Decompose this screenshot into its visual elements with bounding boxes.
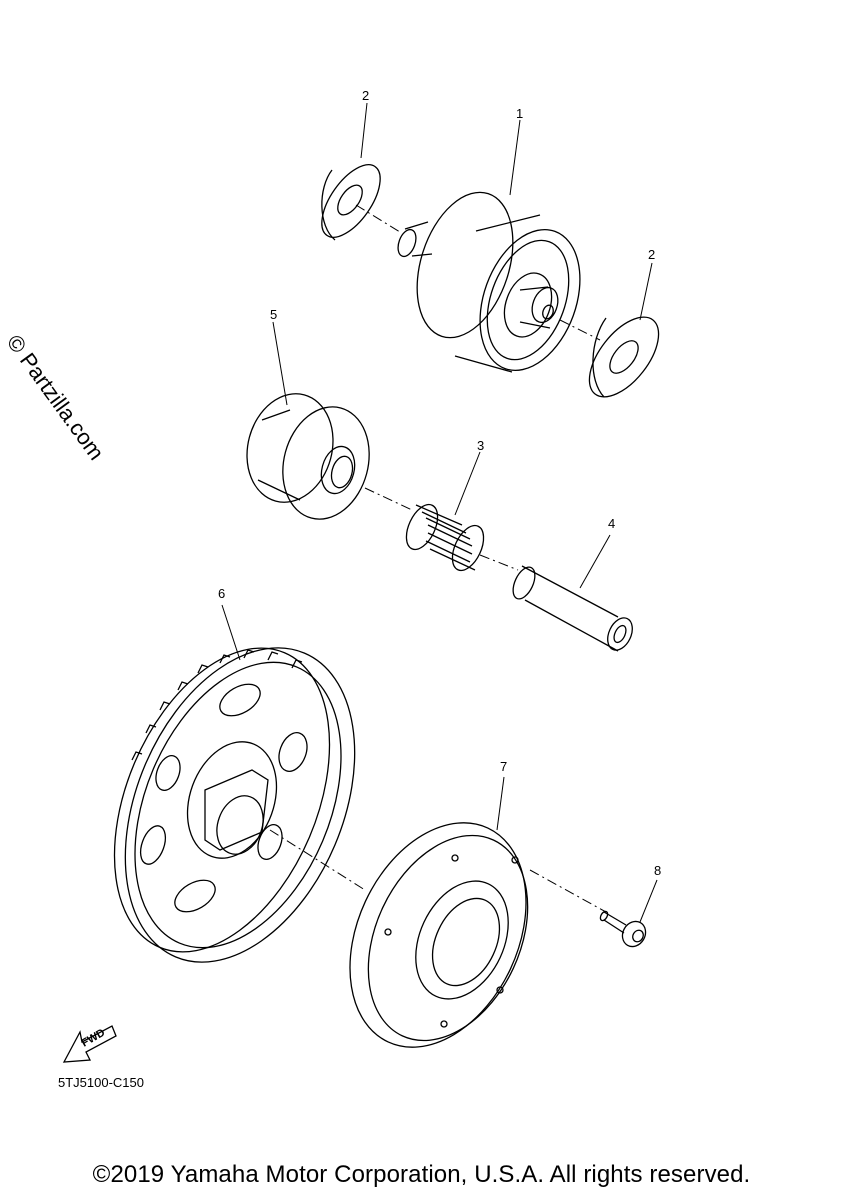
callout-part-8: 8: [654, 863, 661, 878]
fwd-arrow-icon: FWD: [62, 1025, 117, 1063]
washer-part-2-lower: [588, 316, 660, 398]
needle-bearing-part-3: [405, 503, 485, 572]
fwd-label: FWD: [80, 1027, 108, 1050]
assembly-centerlines: [269, 204, 607, 913]
starter-wheel-gear-part-6: [113, 647, 356, 963]
one-way-clutch-part-7: [349, 822, 529, 1048]
diagram-code: 5TJ5100-C150: [58, 1075, 144, 1090]
callout-part-5: 5: [270, 307, 277, 322]
callout-part-3: 3: [477, 438, 484, 453]
callout-part-2-upper: 2: [362, 88, 369, 103]
callout-part-2-lower: 2: [648, 247, 655, 262]
starter-gear-assembly-part-1: [397, 191, 581, 373]
callout-part-4: 4: [608, 516, 615, 531]
shaft-part-4: [512, 565, 633, 652]
bolt-part-8: [599, 910, 647, 948]
leader-lines: [221, 102, 658, 923]
idler-gear-part-5: [246, 393, 370, 520]
callout-part-6: 6: [218, 586, 225, 601]
washer-part-2-upper: [321, 164, 381, 241]
callout-part-7: 7: [500, 759, 507, 774]
callouts: 2 1 2 5 3 4 6 7 8: [218, 88, 661, 878]
callout-part-1: 1: [516, 106, 523, 121]
copyright-notice: ©2019 Yamaha Motor Corporation, U.S.A. A…: [92, 1161, 751, 1188]
